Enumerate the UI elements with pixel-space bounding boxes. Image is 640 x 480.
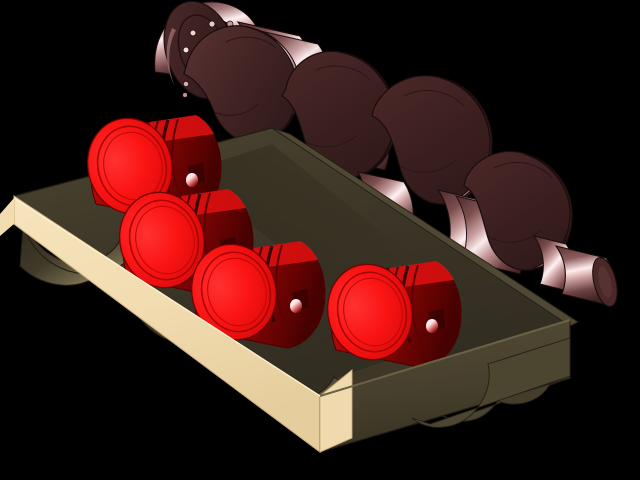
piston-crown <box>326 263 414 361</box>
piston-pin-boss <box>186 161 207 187</box>
piston-pin-boss <box>290 287 311 313</box>
block-near-top-lip <box>13 197 321 397</box>
piston-crown <box>118 191 206 289</box>
crank-counterweight-1 <box>183 25 301 144</box>
crank-counterweight-2 <box>281 50 397 178</box>
crankshaft[interactable] <box>152 0 622 309</box>
block-front-top-lip <box>319 319 571 397</box>
piston-crown <box>190 243 278 341</box>
output-shaft <box>532 235 618 307</box>
piston[interactable] <box>318 255 462 369</box>
piston-pin-boss <box>426 307 447 333</box>
block-left-edge-wedge <box>0 198 14 236</box>
piston[interactable] <box>182 235 326 349</box>
block-foreground-walls <box>13 197 571 453</box>
block-far-rail <box>271 127 579 327</box>
